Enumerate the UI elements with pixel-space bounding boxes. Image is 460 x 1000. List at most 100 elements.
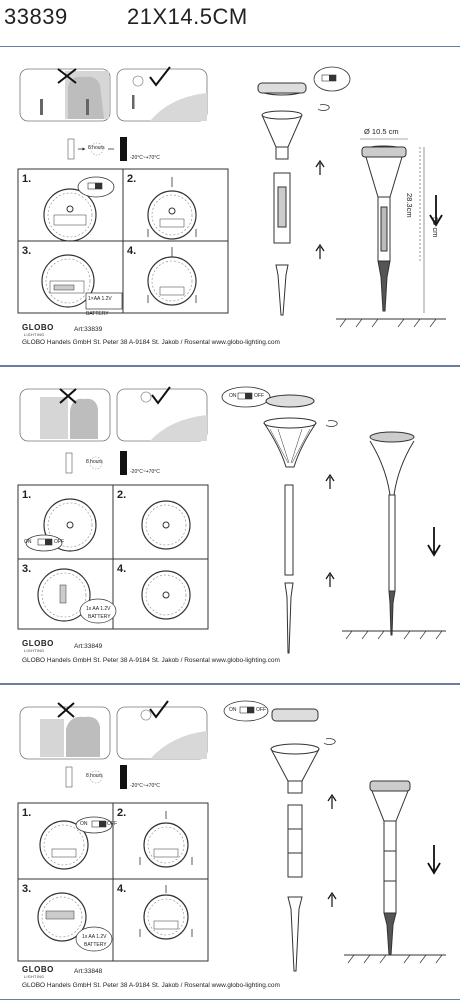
lamp-tube — [273, 172, 291, 244]
brand-logo: GLOBO — [22, 639, 54, 648]
path-area — [150, 415, 207, 441]
sun-rays-icon — [90, 142, 104, 156]
ground-spike — [284, 582, 294, 654]
ground-spike — [275, 264, 289, 316]
tree-shape — [70, 398, 98, 439]
diameter-label: Ø 10.5 cm — [364, 127, 399, 136]
exploded-view — [257, 82, 307, 316]
switch-off-label: OFF — [107, 821, 117, 827]
instruction-sheet-2: 8 hours -20°C~+70°C 1. 2. 3. 4. ON OFF O… — [0, 366, 460, 684]
step-1-label: 1. — [22, 173, 32, 185]
arrow-down-icon — [429, 195, 443, 227]
sun-rays-icon — [89, 770, 103, 784]
page-header: 33839 21X14.5CM — [0, 0, 460, 44]
switch-on-label: ON — [80, 821, 88, 827]
path-area — [150, 93, 207, 121]
charge-hours: 8 hours — [88, 145, 105, 151]
temperature-range: -20°C~+70°C — [130, 469, 160, 475]
step-2-label: 2. — [117, 489, 127, 501]
battery-label-box — [85, 292, 123, 310]
arrow-up-icon — [315, 159, 325, 175]
step-3-drawing — [37, 892, 113, 952]
product-dimensions: 21X14.5CM — [127, 4, 248, 29]
battery-word: BATTERY — [84, 942, 107, 948]
charge-hours: 8 hours — [86, 459, 103, 465]
battery-icon — [45, 910, 75, 920]
battery-label-box — [75, 926, 113, 952]
brand-logo: GLOBO — [22, 323, 54, 332]
battery-full-icon — [120, 137, 127, 161]
wrong-placement-panel — [19, 68, 111, 122]
step-4-label: 4. — [117, 563, 127, 575]
arrow-up-icon — [325, 473, 335, 489]
sheet-1-drawing — [17, 66, 446, 328]
step-1-drawing — [43, 176, 115, 242]
step-4-drawing — [141, 570, 191, 620]
instruction-sheet-1: 8 hours -20°C~+70°C 1. 2. 3. 4. 1×AA 1.2… — [0, 46, 460, 366]
battery-icon — [59, 584, 67, 604]
step-4-label: 4. — [127, 245, 137, 257]
sun-icon — [140, 709, 152, 721]
arrow-down-icon — [427, 527, 441, 557]
step-1-label: 1. — [22, 489, 32, 501]
callout-on-label: ON — [229, 393, 237, 399]
rotate-icon — [317, 104, 330, 111]
assembled-lamp — [369, 431, 415, 636]
battery-full-icon — [120, 765, 127, 789]
step-3-label: 3. — [22, 245, 32, 257]
step-1-drawing — [25, 498, 97, 552]
step-4-drawing — [139, 885, 193, 940]
switch-on-label: ON — [24, 539, 32, 545]
total-height-label: 39 cm — [431, 217, 440, 238]
arrow-up-icon — [315, 243, 325, 259]
battery-word: BATTERY — [88, 614, 111, 620]
battery-icon — [53, 284, 75, 291]
battery-spec: 1x AA 1.2V — [82, 934, 107, 940]
temperature-range: -20°C~+70°C — [130, 155, 160, 161]
charge-hours: 8 hours — [86, 773, 103, 779]
step-1-label: 1. — [22, 807, 32, 819]
path-area — [150, 731, 207, 759]
sun-rays-icon — [89, 456, 103, 470]
callout-off-label: OFF — [254, 393, 264, 399]
inner-height-label: 28.3cm — [405, 193, 414, 218]
temperature-range: -20°C~+70°C — [130, 783, 160, 789]
sun-icon — [132, 75, 144, 87]
step-3-drawing — [41, 254, 123, 310]
arrow-down-icon — [427, 845, 441, 875]
shade-area — [40, 719, 64, 757]
battery-full-icon — [120, 451, 127, 475]
tree-shape — [68, 76, 104, 119]
arrow-up-icon — [327, 793, 337, 809]
callout-off-label: OFF — [256, 707, 266, 713]
step-2-drawing — [147, 177, 197, 240]
battery-empty-icon — [65, 452, 73, 474]
battery-spec: 1x AA 1.2V — [86, 606, 111, 612]
exploded-view — [270, 708, 320, 972]
art-number: Art:33839 — [74, 326, 103, 333]
check-icon — [151, 386, 171, 405]
arrow-up-icon — [327, 891, 337, 907]
step-1-drawing — [39, 816, 113, 870]
solar-cap — [271, 708, 319, 722]
lamp-tube — [284, 484, 294, 576]
brand-logo: GLOBO — [22, 965, 54, 974]
solar-cap — [265, 394, 315, 408]
battery-empty-icon — [65, 766, 73, 788]
company-address: GLOBO Handels GmbH St. Peter 38 A-9184 S… — [22, 339, 280, 346]
sheet-2-drawing — [17, 386, 446, 654]
ground-spike — [287, 896, 303, 972]
step-2-label: 2. — [127, 173, 137, 185]
rotate-icon — [323, 738, 336, 745]
step-2-drawing — [139, 811, 193, 868]
sun-icon — [140, 391, 152, 403]
instruction-sheet-3: 8 hours -20°C~+70°C 1. 2. 3. 4. ON OFF O… — [0, 684, 460, 1000]
cross-icon — [59, 388, 77, 404]
company-address: GLOBO Handels GmbH St. Peter 38 A-9184 S… — [22, 657, 280, 664]
rotate-icon — [325, 420, 338, 427]
company-address: GLOBO Handels GmbH St. Peter 38 A-9184 S… — [22, 982, 280, 989]
battery-empty-icon — [67, 138, 75, 160]
cross-icon — [57, 702, 75, 718]
brand-sub: LIGHTING — [24, 333, 45, 337]
tree-shape — [66, 716, 100, 757]
